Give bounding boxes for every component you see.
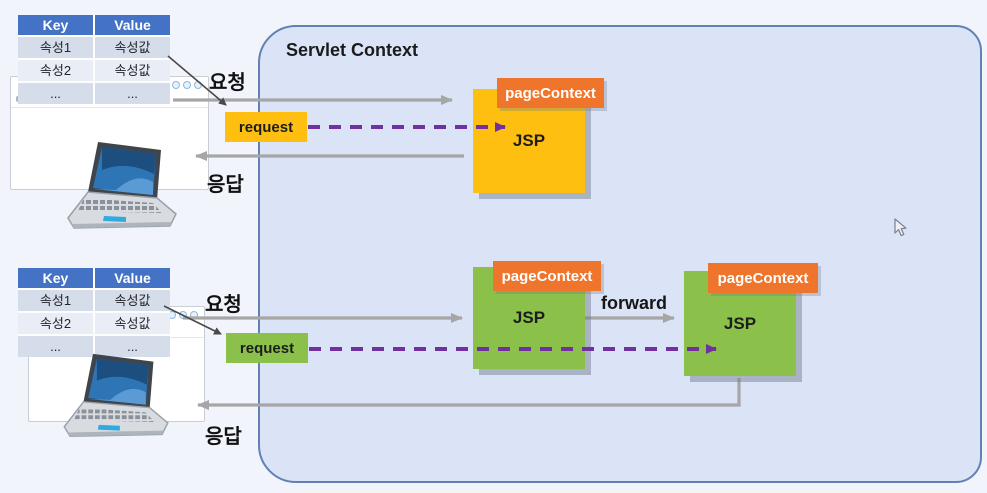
request-object-box-top: request (225, 112, 307, 142)
browser-toolbar-divider (11, 107, 208, 108)
table-header-key: Key (18, 15, 93, 35)
table-cell: 속성1 (18, 290, 93, 311)
attribute-table-bottom: Key Value 속성1 속성값 속성2 속성값 ... ... (18, 268, 170, 357)
table-header-value: Value (95, 15, 170, 35)
table-cell: 속성값 (95, 60, 170, 81)
servlet-context-title: Servlet Context (286, 40, 419, 60)
laptop-icon (67, 142, 177, 229)
laptop-icon (63, 353, 169, 438)
response-label-bottom: 응답 (205, 426, 242, 448)
table-cell: ... (95, 336, 170, 357)
page-context-tag-bottom-first: pageContext (493, 261, 601, 291)
request-label-bottom: 요청 (205, 294, 242, 316)
table-cell: ... (95, 83, 170, 104)
table-cell: 속성2 (18, 313, 93, 334)
table-cell: 속성1 (18, 37, 93, 58)
table-header-key: Key (18, 268, 93, 288)
request-object-box-bottom: request (226, 333, 308, 363)
window-controls-icon (172, 81, 202, 89)
table-cell: 속성값 (95, 313, 170, 334)
servlet-context-container: Servlet Context (258, 25, 982, 483)
table-header-value: Value (95, 268, 170, 288)
window-controls-icon (168, 311, 198, 319)
page-context-tag-top: pageContext (497, 78, 604, 108)
response-label-top: 응답 (207, 174, 244, 196)
table-cell: 속성2 (18, 60, 93, 81)
table-cell: ... (18, 83, 93, 104)
request-label-top: 요청 (209, 72, 246, 94)
mouse-cursor-icon (894, 218, 907, 237)
table-cell: 속성값 (95, 37, 170, 58)
page-context-tag-bottom-second: pageContext (708, 263, 818, 293)
attribute-table-top: Key Value 속성1 속성값 속성2 속성값 ... ... (18, 15, 170, 104)
forward-label: forward (601, 293, 668, 313)
table-cell: 속성값 (95, 290, 170, 311)
table-cell: ... (18, 336, 93, 357)
